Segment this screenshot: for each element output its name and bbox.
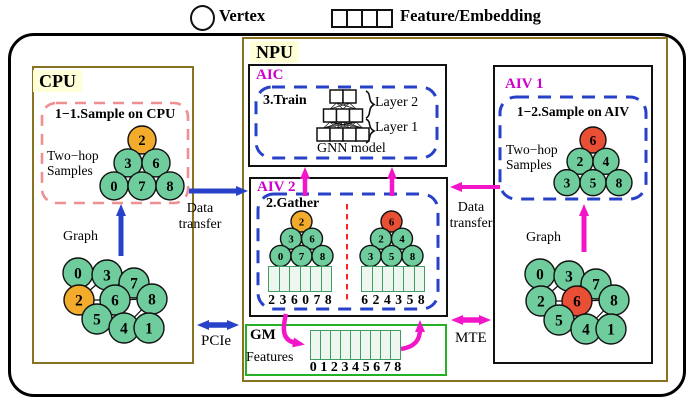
svg-text:8: 8 (610, 293, 618, 310)
gnn-model-icon (316, 89, 376, 144)
cpu-graph-label: Graph (63, 229, 98, 244)
data-transfer-right-label: Data transfer (448, 200, 494, 232)
svg-text:4: 4 (120, 321, 128, 338)
svg-text:3: 3 (368, 251, 373, 263)
svg-text:7: 7 (130, 276, 138, 293)
svg-text:3: 3 (565, 269, 573, 286)
svg-text:2: 2 (378, 234, 383, 246)
svg-text:8: 8 (148, 292, 156, 309)
aiv1-graph-label: Graph (526, 230, 561, 245)
gm-feature-array (310, 330, 401, 360)
data-transfer-left-line2: transfer (178, 217, 222, 232)
train-step-label: 3.Train (263, 93, 307, 108)
svg-text:0: 0 (278, 251, 283, 263)
mte-label: MTE (455, 330, 487, 346)
vertex-icon (190, 5, 215, 31)
cpu-box (32, 66, 194, 364)
svg-text:6: 6 (309, 234, 315, 246)
vertex-label: Vertex (219, 6, 266, 25)
svg-text:8: 8 (320, 251, 325, 263)
svg-text:8: 8 (166, 179, 173, 195)
svg-text:5: 5 (590, 175, 597, 190)
svg-text:7: 7 (299, 251, 305, 263)
svg-text:0: 0 (110, 179, 117, 195)
svg-text:4: 4 (399, 234, 405, 246)
data-transfer-right-line1: Data (457, 200, 485, 215)
svg-text:2: 2 (138, 133, 145, 149)
aiv1-twohop-label-line2: Samples (506, 157, 552, 172)
svg-text:3: 3 (564, 175, 571, 190)
svg-text:3: 3 (124, 156, 131, 172)
cpu-title: CPU (33, 70, 82, 92)
svg-text:2: 2 (577, 154, 584, 169)
features-label: Features (246, 350, 294, 365)
svg-text:2: 2 (75, 293, 83, 310)
aiv2-left-feature-array (268, 266, 332, 292)
aiv1-sample-title: 1−2.Sample on AIV (516, 104, 630, 119)
svg-text:3: 3 (288, 234, 293, 246)
aic-box (248, 64, 447, 167)
cpu-twohop-label-line1: Two−hop (47, 148, 99, 163)
svg-text:5: 5 (93, 312, 101, 329)
data-transfer-right-line2: transfer (449, 216, 493, 231)
gather-step-label: 2.Gather (266, 196, 320, 211)
layer2-label: Layer 2 (375, 95, 419, 110)
svg-text:6: 6 (111, 293, 119, 310)
gnn-model-label: GNN model (317, 141, 386, 156)
aiv2-right-feature-array (361, 266, 425, 292)
svg-text:2: 2 (299, 216, 304, 228)
system-frame (8, 33, 686, 397)
svg-text:7: 7 (138, 179, 145, 195)
svg-text:6: 6 (573, 294, 581, 311)
aiv1-twohop-label-line1: Two−hop (506, 142, 558, 157)
svg-text:6: 6 (152, 156, 159, 172)
layer1-label: Layer 1 (375, 120, 419, 135)
svg-text:2: 2 (537, 294, 545, 311)
svg-text:5: 5 (389, 251, 394, 263)
svg-text:8: 8 (616, 175, 623, 190)
aiv2-title: AIV 2 (257, 179, 296, 195)
svg-text:3: 3 (103, 268, 111, 285)
cpu-sample-title: 1−1.Sample on CPU (54, 107, 176, 122)
feature-embedding-label: Feature/Embedding (400, 6, 541, 25)
data-transfer-left-label: Data transfer (178, 201, 222, 233)
npu-box (242, 37, 668, 382)
svg-text:5: 5 (555, 313, 563, 330)
svg-text:6: 6 (590, 133, 597, 148)
feature-embedding-icon (331, 9, 393, 28)
svg-text:8: 8 (410, 251, 415, 263)
svg-text:6: 6 (389, 216, 395, 228)
pcie-label: PCIe (201, 333, 231, 349)
data-transfer-left-line1: Data (186, 201, 214, 216)
svg-text:1: 1 (607, 322, 615, 339)
svg-text:0: 0 (74, 266, 82, 283)
gm-box (245, 324, 447, 376)
svg-text:0: 0 (536, 267, 544, 284)
svg-text:4: 4 (603, 154, 610, 169)
svg-text:4: 4 (582, 322, 590, 339)
gm-title: GM (250, 327, 276, 343)
aiv2-box (249, 177, 448, 317)
aic-title: AIC (256, 67, 284, 83)
svg-text:7: 7 (592, 277, 600, 294)
cpu-twohop-label-line2: Samples (47, 163, 93, 178)
npu-title: NPU (250, 41, 299, 63)
svg-text:1: 1 (145, 321, 153, 338)
aiv1-title: AIV 1 (505, 76, 544, 92)
aiv1-box (493, 65, 653, 364)
